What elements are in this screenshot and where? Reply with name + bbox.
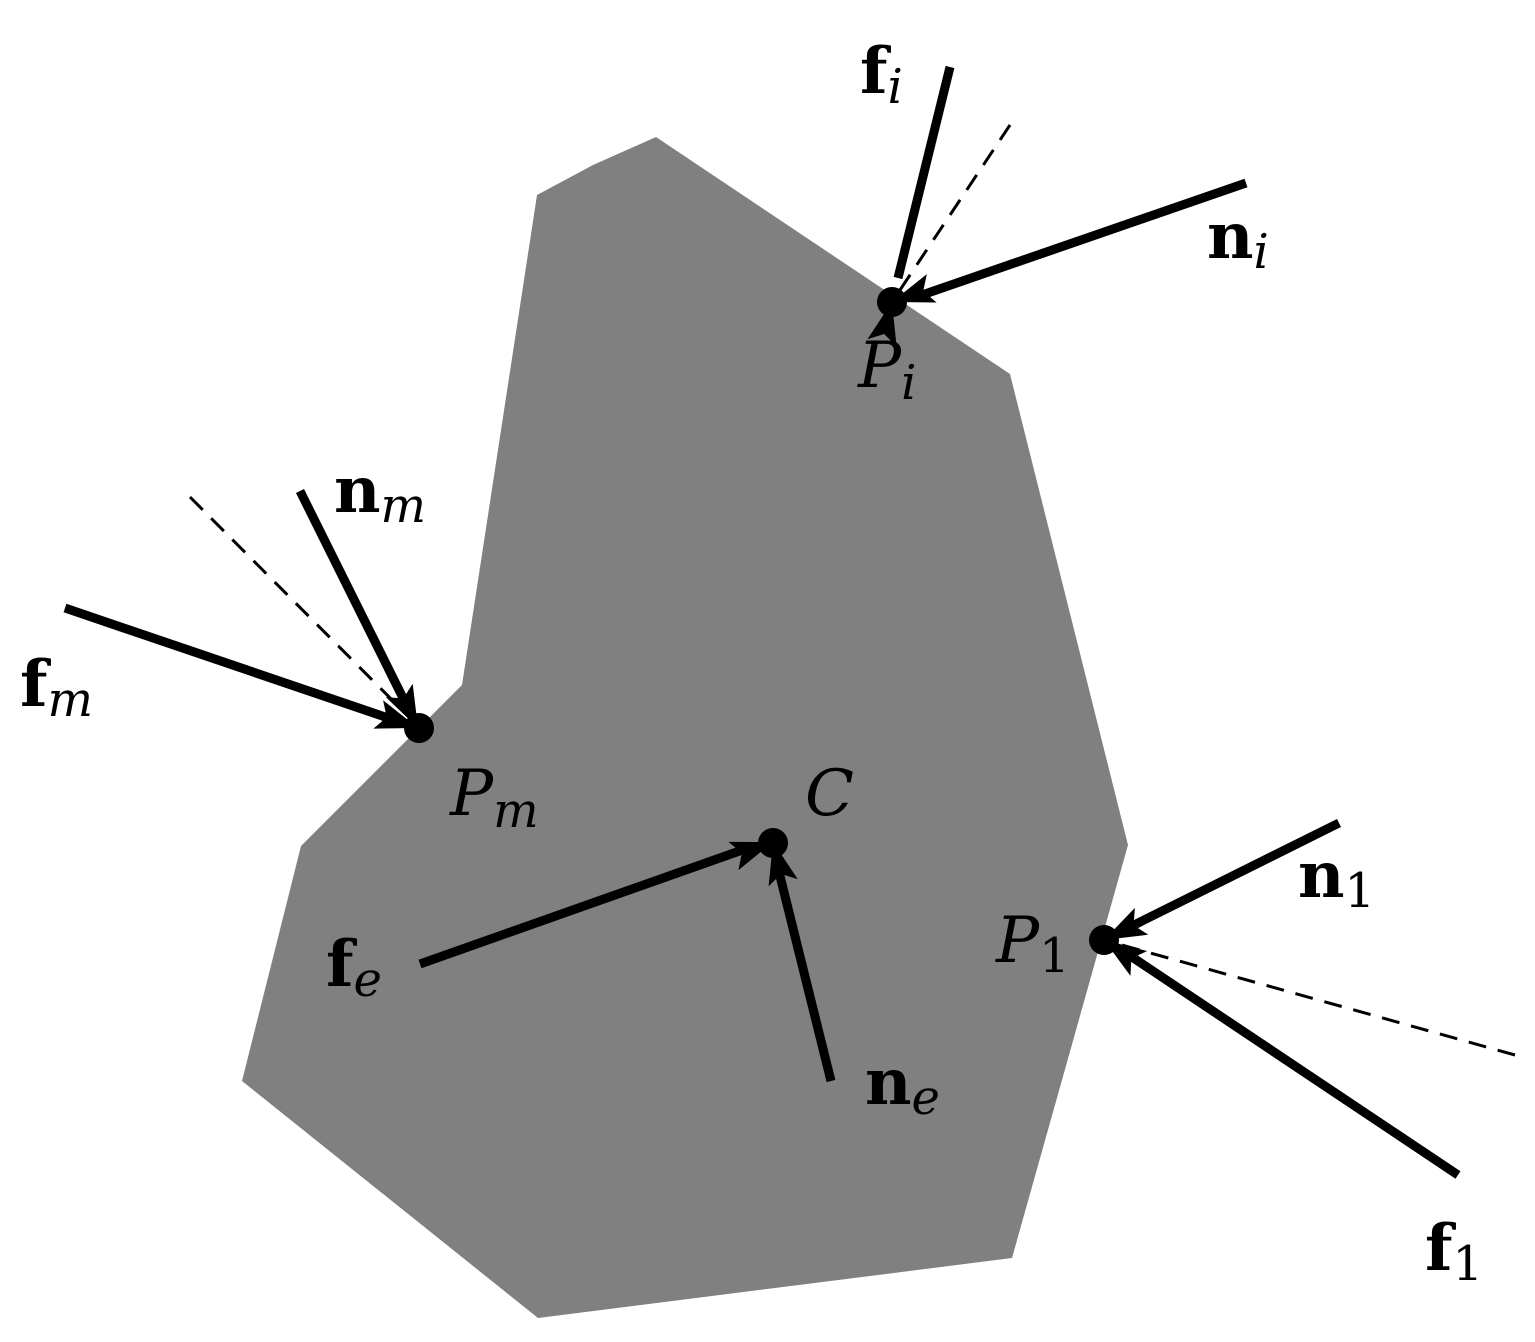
point-C (758, 828, 788, 858)
label-n-m: nm (334, 453, 426, 534)
label-f-1: f1 (1425, 1211, 1483, 1292)
label-n-1: n1 (1298, 838, 1375, 919)
label-C: C (805, 757, 854, 831)
label-P-1: P1 (995, 904, 1070, 984)
dashed-line-1 (1103, 938, 1516, 1057)
label-P-m: Pm (449, 757, 539, 839)
label-f-e: fe (326, 927, 382, 1008)
rigid-body-shape (242, 137, 1128, 1318)
vector-n-1 (1125, 818, 1342, 933)
point-P-1 (1089, 925, 1119, 955)
vector-f-m (63, 603, 396, 725)
point-P-m (404, 713, 434, 743)
dashed-line-m (188, 495, 422, 730)
point-P-i (877, 287, 907, 317)
vector-f-i (893, 65, 955, 280)
label-P-i: Pi (857, 329, 916, 411)
label-f-m: fm (20, 647, 93, 728)
vector-f-1 (1123, 949, 1461, 1179)
vector-n-i (920, 178, 1248, 300)
vector-n-e (773, 866, 836, 1083)
vector-f-e (418, 843, 750, 969)
label-n-i: ni (1207, 199, 1269, 280)
vector-n-m (295, 488, 409, 703)
label-n-e: ne (865, 1045, 940, 1126)
dashed-line-i (890, 124, 1012, 303)
label-f-i: fi (860, 34, 903, 115)
